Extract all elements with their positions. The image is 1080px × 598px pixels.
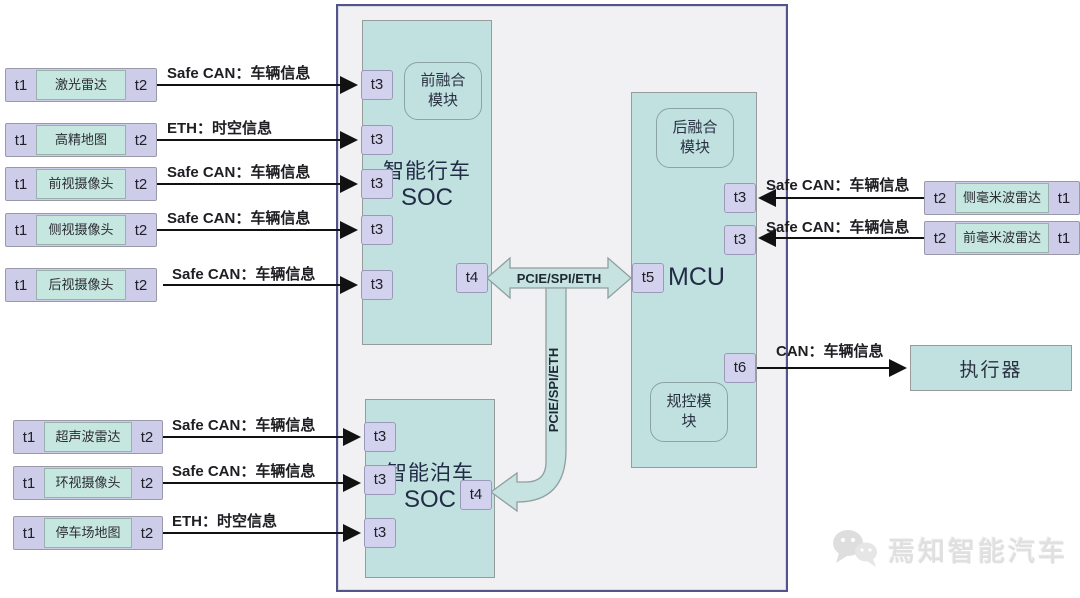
sensor-name-frontradar: 前毫米波雷达 <box>955 223 1049 253</box>
parking-soc-type: SOC <box>403 486 456 514</box>
rear-fusion-module: 后融合模块 <box>656 108 734 168</box>
port-t2: t2 <box>134 131 148 149</box>
sensor-name-sideradar: 侧毫米波雷达 <box>955 183 1049 213</box>
actuator-label: 执行器 <box>959 359 1023 381</box>
port-t1: t1 <box>14 175 28 193</box>
port-t1: t1 <box>14 131 28 149</box>
sensor-row-frontcam: t1 前视摄像头 t2 <box>5 167 157 201</box>
driving-soc-type: SOC <box>400 184 453 212</box>
link-label-lidar: Safe CAN：车辆信息 <box>167 65 311 82</box>
port-t2: t2 <box>933 189 947 207</box>
planning-control-label: 规控模块 <box>666 392 712 430</box>
link-label-surroundcam: Safe CAN：车辆信息 <box>172 463 316 480</box>
port-t2: t2 <box>933 229 947 247</box>
port-t5-mcu: t5 <box>632 263 664 293</box>
link-label-sidecam: Safe CAN：车辆信息 <box>167 210 311 227</box>
mcu-label: MCU <box>668 263 725 291</box>
port-t2: t2 <box>140 524 154 542</box>
sensor-row-hdmap: t1 高精地图 t2 <box>5 123 157 157</box>
port-t3-lidar: t3 <box>361 70 393 100</box>
front-fusion-module: 前融合模块 <box>404 62 482 120</box>
link-label-parkingmap: ETH：时空信息 <box>172 513 278 530</box>
sensor-row-sidecam: t1 侧视摄像头 t2 <box>5 213 157 247</box>
link-label-rearcam: Safe CAN：车辆信息 <box>172 266 316 283</box>
port-t2: t2 <box>140 428 154 446</box>
port-t3-hdmap: t3 <box>361 125 393 155</box>
sensor-name-sidecam: 侧视摄像头 <box>36 215 126 245</box>
watermark-text: 焉知智能汽车 <box>888 536 1068 567</box>
port-t2: t2 <box>140 474 154 492</box>
port-t2: t2 <box>134 175 148 193</box>
sensor-name-ultrasonic: 超声波雷达 <box>44 422 132 452</box>
bus-label-horizontal: PCIE/SPI/ETH <box>516 271 602 286</box>
port-t3-sideradar: t3 <box>724 183 756 213</box>
port-t3-parkingmap: t3 <box>364 518 396 548</box>
port-t6-mcu: t6 <box>724 353 756 383</box>
sensor-row-lidar: t1 激光雷达 t2 <box>5 68 157 102</box>
port-t4-driving: t4 <box>456 263 488 293</box>
port-t3-frontcam: t3 <box>361 169 393 199</box>
link-label-frontcam: Safe CAN：车辆信息 <box>167 164 311 181</box>
sensor-name-lidar: 激光雷达 <box>36 70 126 100</box>
sensor-name-surroundcam: 环视摄像头 <box>44 468 132 498</box>
port-t3-rearcam: t3 <box>361 270 393 300</box>
port-t1: t1 <box>14 276 28 294</box>
port-t3-sidecam: t3 <box>361 215 393 245</box>
link-label-actuator: CAN：车辆信息 <box>776 343 884 360</box>
link-label-ultrasonic: Safe CAN：车辆信息 <box>172 417 316 434</box>
sensor-name-frontcam: 前视摄像头 <box>36 169 126 199</box>
port-t3-frontradar: t3 <box>724 225 756 255</box>
driving-soc-label: 智能行车 SOC <box>362 160 492 212</box>
sensor-name-rearcam: 后视摄像头 <box>36 270 126 300</box>
sensor-name-hdmap: 高精地图 <box>36 125 126 155</box>
sensor-row-sideradar: t2 侧毫米波雷达 t1 <box>924 181 1080 215</box>
sensor-row-surroundcam: t1 环视摄像头 t2 <box>13 466 163 500</box>
link-label-hdmap: ETH：时空信息 <box>167 120 273 137</box>
parking-soc-label: 智能泊车 SOC <box>365 462 495 514</box>
port-t2: t2 <box>134 76 148 94</box>
port-t1: t1 <box>22 474 36 492</box>
link-label-sideradar: Safe CAN：车辆信息 <box>766 177 910 194</box>
planning-control-module: 规控模块 <box>650 382 728 442</box>
front-fusion-label: 前融合模块 <box>420 71 466 109</box>
port-t2: t2 <box>134 276 148 294</box>
watermark: 焉知智能汽车 <box>828 526 1068 572</box>
link-label-frontradar: Safe CAN：车辆信息 <box>766 219 910 236</box>
port-t1: t1 <box>14 76 28 94</box>
port-t1: t1 <box>22 428 36 446</box>
port-t3-surroundcam: t3 <box>364 465 396 495</box>
sensor-name-parkingmap: 停车场地图 <box>44 518 132 548</box>
sensor-row-parkingmap: t1 停车场地图 t2 <box>13 516 163 550</box>
port-t1: t1 <box>22 524 36 542</box>
driving-soc-name: 智能行车 <box>383 160 471 183</box>
port-t1: t1 <box>1057 229 1071 247</box>
actuator-block: 执行器 <box>910 345 1072 391</box>
port-t1: t1 <box>1057 189 1071 207</box>
sensor-row-frontradar: t2 前毫米波雷达 t1 <box>924 221 1080 255</box>
port-t4-parking: t4 <box>460 480 492 510</box>
port-t3-ultrasonic: t3 <box>364 422 396 452</box>
sensor-row-ultrasonic: t1 超声波雷达 t2 <box>13 420 163 454</box>
parking-soc-name: 智能泊车 <box>386 462 474 485</box>
chat-bubbles-icon <box>833 530 877 567</box>
sensor-row-rearcam: t1 后视摄像头 t2 <box>5 268 157 302</box>
bus-label-vertical: PCIE/SPI/ETH <box>546 347 561 433</box>
port-t1: t1 <box>14 221 28 239</box>
rear-fusion-label: 后融合模块 <box>672 118 718 156</box>
port-t2: t2 <box>134 221 148 239</box>
